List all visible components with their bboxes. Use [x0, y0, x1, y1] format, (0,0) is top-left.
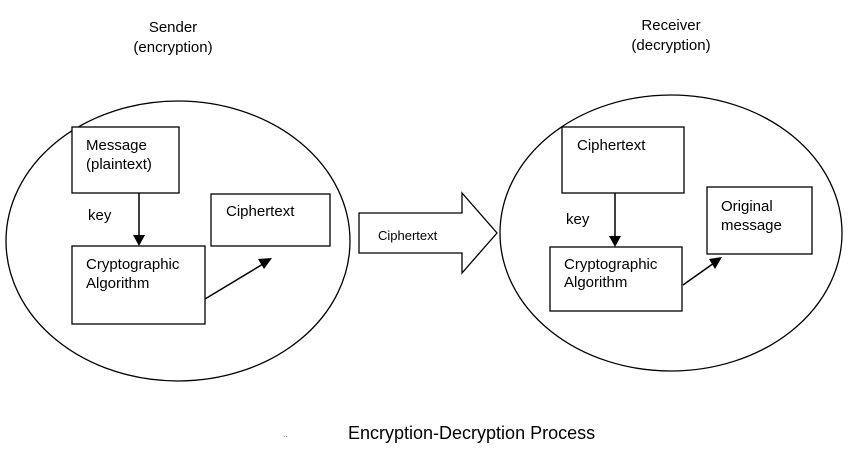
sender-message-label-line2: (plaintext) — [86, 156, 152, 173]
receiver-title: Receiver — [641, 17, 700, 34]
diagram-caption: Encryption-Decryption Process — [348, 423, 595, 443]
sender-output-arrow-line — [204, 263, 264, 300]
sender-message-label-line1: Message — [86, 137, 147, 154]
receiver-original-message-box — [706, 186, 813, 255]
sender-key-label: key — [88, 207, 112, 224]
receiver-algorithm-box — [549, 246, 683, 312]
sender-ciphertext-label: Ciphertext — [226, 203, 295, 220]
sender-algorithm-label-line1: Cryptographic — [86, 256, 180, 273]
transfer-arrow-label: Ciphertext — [378, 228, 438, 243]
receiver-algorithm-label-line2: Algorithm — [564, 274, 627, 291]
transfer-arrow: Ciphertext — [358, 191, 498, 275]
receiver-subtitle: (decryption) — [631, 37, 710, 54]
sender-output-arrow-head — [258, 258, 272, 269]
receiver-output-arrow-head — [709, 257, 722, 269]
receiver-original-label-line2: message — [721, 217, 782, 234]
sender-title: Sender — [149, 19, 197, 36]
sender-algorithm-box — [71, 245, 206, 325]
transfer-arrow-shape — [358, 191, 498, 275]
receiver-group: Receiver (decryption) Ciphertext key Cry… — [499, 17, 843, 372]
receiver-key-label: key — [566, 211, 590, 228]
sender-algorithm-label-line2: Algorithm — [86, 275, 149, 292]
receiver-output-arrow-line — [682, 262, 715, 286]
receiver-original-label-line1: Original — [721, 198, 773, 215]
receiver-key-arrow-head — [609, 236, 621, 247]
receiver-algorithm-label-line1: Cryptographic — [564, 256, 658, 273]
sender-key-arrow-head — [133, 235, 145, 246]
sender-ciphertext-box — [210, 193, 331, 247]
receiver-ciphertext-label: Ciphertext — [577, 137, 646, 154]
sender-group: Sender (encryption) Message (plaintext) … — [5, 19, 351, 382]
sender-message-box — [71, 126, 180, 194]
receiver-ciphertext-box — [561, 126, 685, 194]
sender-subtitle: (encryption) — [133, 39, 212, 56]
caption-dots: .. — [283, 430, 287, 439]
